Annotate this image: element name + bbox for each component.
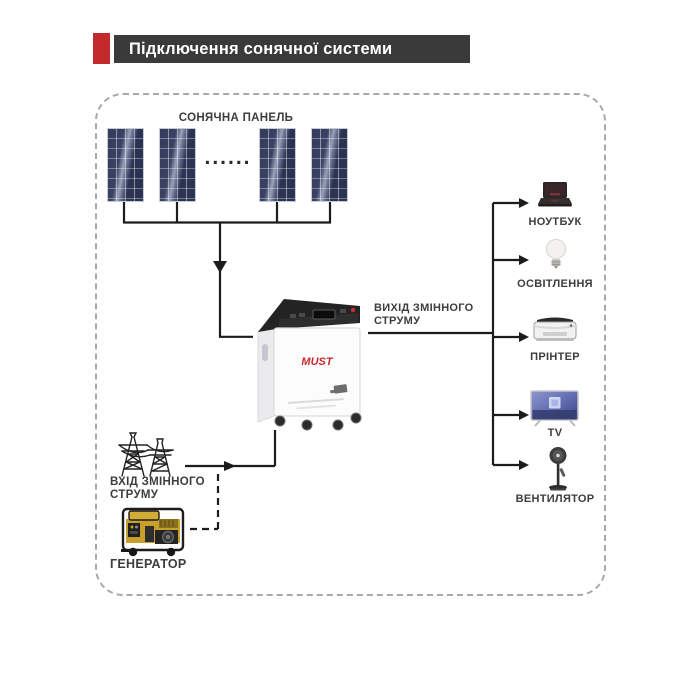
solar-panel xyxy=(259,128,296,202)
solar-panel xyxy=(159,128,196,202)
solar-panel xyxy=(311,128,348,202)
tv-icon xyxy=(530,390,580,433)
solar-panel-label: СОНЯЧНА ПАНЕЛЬ xyxy=(178,112,294,124)
laptop-icon xyxy=(536,181,574,214)
panels-ellipsis: ...... xyxy=(204,146,252,169)
device-label: НОУТБУК xyxy=(528,216,582,228)
header-accent-bar xyxy=(93,33,110,64)
ac-output-label: ВИХІД ЗМІННОГО СТРУМУ xyxy=(374,302,474,327)
generator-icon xyxy=(119,506,189,563)
device-label: ОСВІТЛЕННЯ xyxy=(517,278,593,290)
power-grid-icon xyxy=(114,430,176,483)
light-bulb-icon xyxy=(545,238,567,277)
inverter-brand-text: MUST xyxy=(301,356,333,368)
device-label: TV xyxy=(547,427,563,439)
inverter-icon: MUST xyxy=(250,286,370,437)
diagram-frame xyxy=(95,93,606,596)
ac-input-label: ВХІД ЗМІННОГО СТРУМУ xyxy=(110,476,205,501)
generator-label: ГЕНЕРАТОР xyxy=(110,557,187,571)
page-header: Підключення сонячної системи xyxy=(114,35,470,63)
solar-panel xyxy=(107,128,144,202)
fan-icon xyxy=(546,446,572,499)
device-label: ПРІНТЕР xyxy=(530,351,580,363)
device-label: ВЕНТИЛЯТОР xyxy=(515,493,595,505)
page-title: Підключення сонячної системи xyxy=(129,40,393,58)
printer-icon xyxy=(531,313,579,352)
